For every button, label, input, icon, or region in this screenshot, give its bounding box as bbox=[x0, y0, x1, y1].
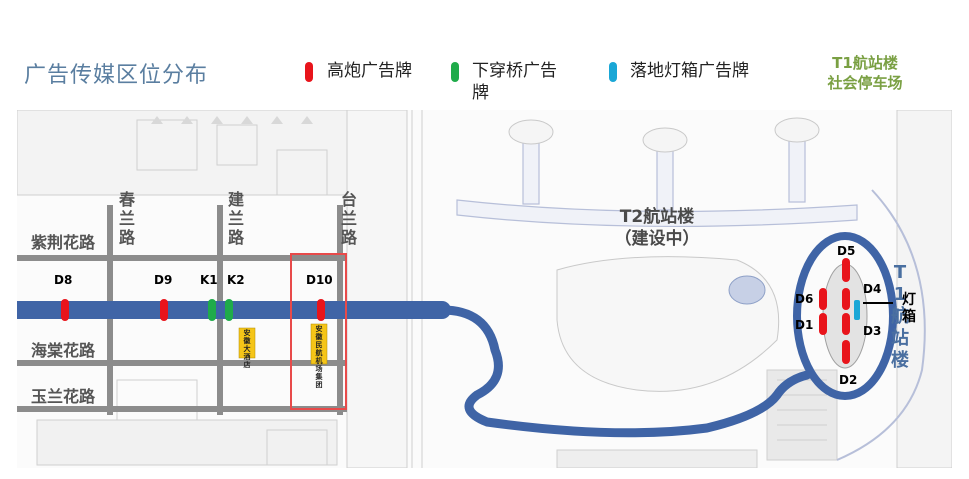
t1-char3: 航 bbox=[891, 306, 909, 327]
jianlan-char3: 路 bbox=[227, 228, 244, 247]
legend-swatch-blue bbox=[609, 62, 617, 82]
road-label-haitanghua: 海棠花路 bbox=[31, 341, 96, 360]
road-label-yulanhua: 玉兰花路 bbox=[31, 387, 96, 406]
marker-d8 bbox=[61, 299, 69, 321]
marker-d6 bbox=[819, 288, 827, 310]
tailan-char3: 路 bbox=[340, 228, 357, 247]
legend-swatch-green bbox=[451, 62, 459, 82]
label-d9: D9 bbox=[154, 273, 173, 287]
t2-label-line1: T2航站楼 bbox=[619, 207, 695, 227]
t1-terminal-label: T 1 航 站 楼 bbox=[890, 262, 910, 372]
marker-k1 bbox=[208, 299, 216, 321]
label-d2: D2 bbox=[839, 373, 858, 387]
label-d6: D6 bbox=[795, 292, 814, 306]
anhui-hotel-label: 安徽大酒店 bbox=[243, 329, 251, 369]
legend-label-underpass-line2: 牌 bbox=[472, 83, 489, 103]
label-d8: D8 bbox=[54, 273, 73, 287]
t1-char5: 楼 bbox=[891, 350, 909, 371]
anhui-aviation-label: 安徽民航机场集团 bbox=[315, 325, 323, 389]
label-d1: D1 bbox=[795, 318, 814, 332]
t2-terminal-label: T2航站楼 （建设中） bbox=[602, 206, 712, 250]
marker-d9 bbox=[160, 299, 168, 321]
page-title: 广告传媒区位分布 bbox=[24, 63, 209, 88]
t2-label-line2: （建设中） bbox=[614, 229, 700, 249]
jianlan-char2: 兰 bbox=[227, 209, 244, 228]
t1-char1: T bbox=[893, 262, 907, 283]
marker-k2 bbox=[225, 299, 233, 321]
legend-label-billboard: 高炮广告牌 bbox=[327, 61, 412, 81]
airport-map: 紫荆花路 海棠花路 玉兰花路 春 兰 路 建 兰 路 台 兰 路 D8 D9 K… bbox=[17, 110, 952, 468]
marker-lightbox bbox=[854, 300, 860, 320]
chunlan-char3: 路 bbox=[118, 228, 135, 247]
road-label-zijinghua: 紫荆花路 bbox=[31, 233, 96, 252]
marker-d3 bbox=[842, 313, 850, 335]
marker-d4 bbox=[842, 288, 850, 310]
t1-parking-line1: T1航站楼 bbox=[832, 54, 898, 72]
lightbox-char2: 箱 bbox=[902, 309, 916, 325]
road-label-tailan: 台 兰 路 bbox=[339, 190, 359, 247]
label-d5: D5 bbox=[837, 244, 856, 258]
legend-label-underpass-line1: 下穿桥广告 bbox=[472, 61, 557, 81]
label-d10: D10 bbox=[306, 273, 333, 287]
tailan-char1: 台 bbox=[340, 190, 357, 209]
label-k1: K1 bbox=[200, 273, 218, 287]
lightbox-char1: 灯 bbox=[902, 292, 916, 308]
t1-char4: 站 bbox=[891, 328, 909, 349]
map-background bbox=[17, 110, 952, 468]
chunlan-char2: 兰 bbox=[118, 209, 135, 228]
t1-parking-title: T1航站楼 社会停车场 bbox=[810, 53, 920, 93]
legend-label-lightbox: 落地灯箱广告牌 bbox=[630, 61, 749, 81]
marker-d2 bbox=[842, 340, 850, 364]
label-k2: K2 bbox=[227, 273, 245, 287]
road-label-jianlan: 建 兰 路 bbox=[226, 190, 246, 247]
marker-d10 bbox=[317, 299, 325, 321]
t1-parking-line2: 社会停车场 bbox=[827, 74, 903, 92]
label-d3: D3 bbox=[863, 324, 882, 338]
label-d4: D4 bbox=[863, 282, 882, 296]
legend-swatch-red bbox=[305, 62, 313, 82]
jianlan-char1: 建 bbox=[227, 190, 244, 209]
marker-d1 bbox=[819, 313, 827, 335]
road-label-chunlan: 春 兰 路 bbox=[117, 190, 137, 247]
t1-char2: 1 bbox=[893, 284, 907, 305]
marker-d5 bbox=[842, 258, 850, 282]
lightbox-label: 灯 箱 bbox=[901, 292, 917, 326]
chunlan-char1: 春 bbox=[118, 190, 135, 209]
tailan-char2: 兰 bbox=[340, 209, 357, 228]
